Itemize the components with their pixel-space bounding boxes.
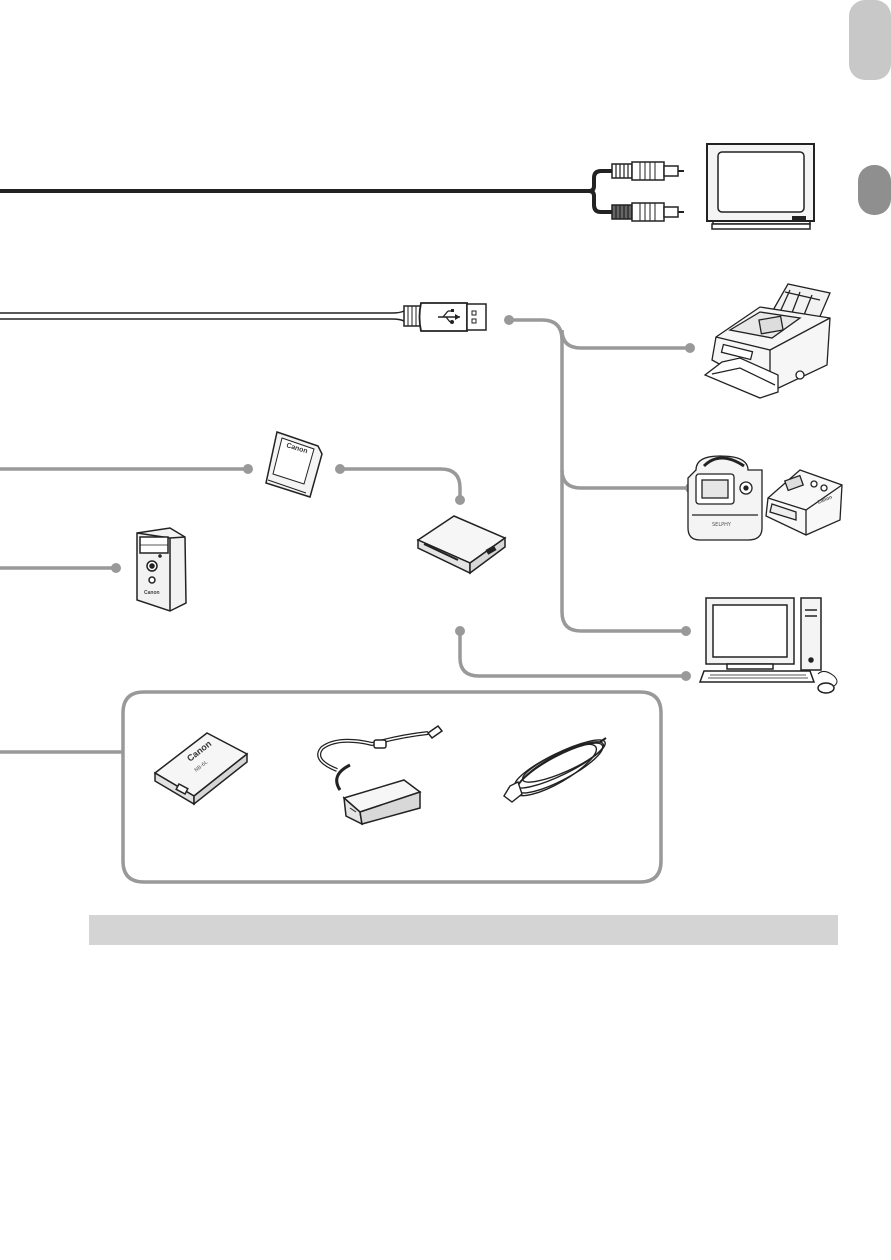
branch-to-compact-printer [562, 470, 690, 488]
selphy-portable-printer: SELPHY [688, 456, 762, 540]
section-heading-band [89, 915, 838, 945]
photo-printer-brand-label: SELPHY [712, 522, 732, 528]
flash-brand-label: Canon [144, 590, 160, 596]
memory-card-icon: Canon [266, 432, 322, 497]
av-cable-icon [0, 162, 684, 221]
card-to-reader-line [340, 469, 460, 500]
usb-branch-line [509, 320, 686, 631]
branch-to-inkjet [562, 330, 690, 348]
tv-icon [707, 144, 814, 229]
compact-photo-printer-icon: SELPHY Canon [688, 456, 842, 540]
reader-to-computer-line [460, 631, 686, 676]
battery-pack-icon: Canon NB-6L [155, 733, 247, 804]
card-reader-icon [418, 516, 505, 573]
flash-unit-icon: Canon [137, 528, 186, 611]
computer-icon [700, 598, 837, 693]
rca-plug-bottom [612, 203, 684, 221]
rca-plug-top [612, 162, 684, 180]
power-cord-icon [504, 732, 610, 804]
usb-cable-icon [0, 303, 486, 331]
av-cable-split [585, 171, 612, 212]
side-tab-group [849, 0, 891, 215]
side-tab-light[interactable] [849, 0, 891, 80]
ac-adapter-icon [319, 726, 442, 824]
side-tab-dark[interactable] [858, 165, 891, 215]
compact-printer: Canon [766, 470, 842, 535]
inkjet-printer-icon [705, 284, 830, 398]
connector-dots [111, 315, 695, 681]
